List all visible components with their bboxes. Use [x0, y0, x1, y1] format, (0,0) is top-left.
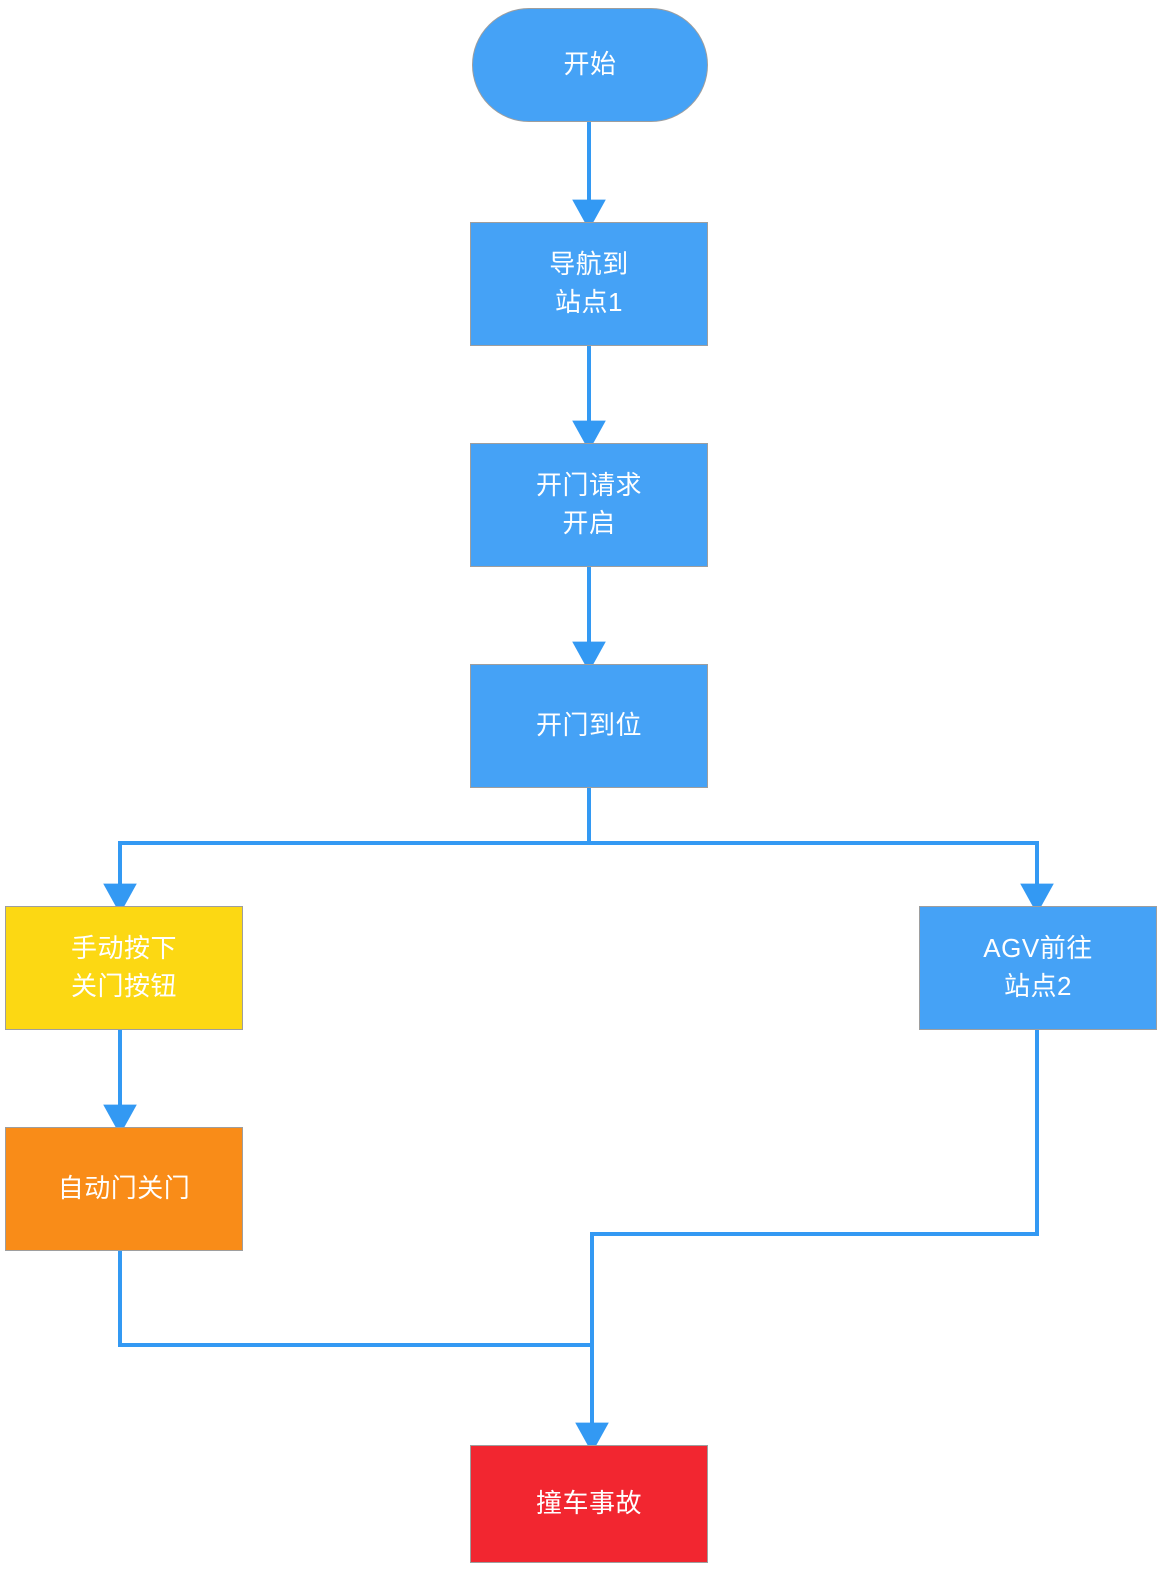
- node-label: 开门到位: [535, 710, 642, 741]
- node-label: 撞车事故: [535, 1488, 642, 1519]
- node-label: 开启: [562, 508, 616, 538]
- node-label: 自动门关门: [57, 1173, 191, 1204]
- node-label: 关门按钮: [70, 971, 177, 1001]
- node-label: 开始: [563, 49, 617, 80]
- node-start[interactable]: 开始: [472, 8, 708, 122]
- node-label: 站点2: [1004, 971, 1072, 1001]
- connector-auto-door-to-collision: [118, 1251, 592, 1347]
- connector-open-to-agv: [587, 788, 1054, 915]
- node-navigate-station-1[interactable]: 导航到站点1: [470, 222, 708, 346]
- node-label: AGV前往: [983, 933, 1093, 964]
- node-manual-close-button[interactable]: 手动按下关门按钮: [5, 906, 243, 1030]
- node-door-open-request[interactable]: 开门请求开启: [470, 443, 708, 567]
- connector-agv-to-collision: [575, 1030, 1039, 1454]
- node-label: 导航到: [549, 249, 629, 280]
- node-agv-to-station-2[interactable]: AGV前往站点2: [919, 906, 1157, 1030]
- node-label: 开门请求: [535, 470, 642, 501]
- node-collision-accident[interactable]: 撞车事故: [470, 1445, 708, 1563]
- node-label: 站点1: [555, 287, 623, 317]
- connector-open-to-manual-close: [103, 788, 591, 915]
- node-label: 手动按下: [70, 933, 177, 964]
- node-auto-door-closes[interactable]: 自动门关门: [5, 1127, 243, 1251]
- node-door-fully-open[interactable]: 开门到位: [470, 664, 708, 788]
